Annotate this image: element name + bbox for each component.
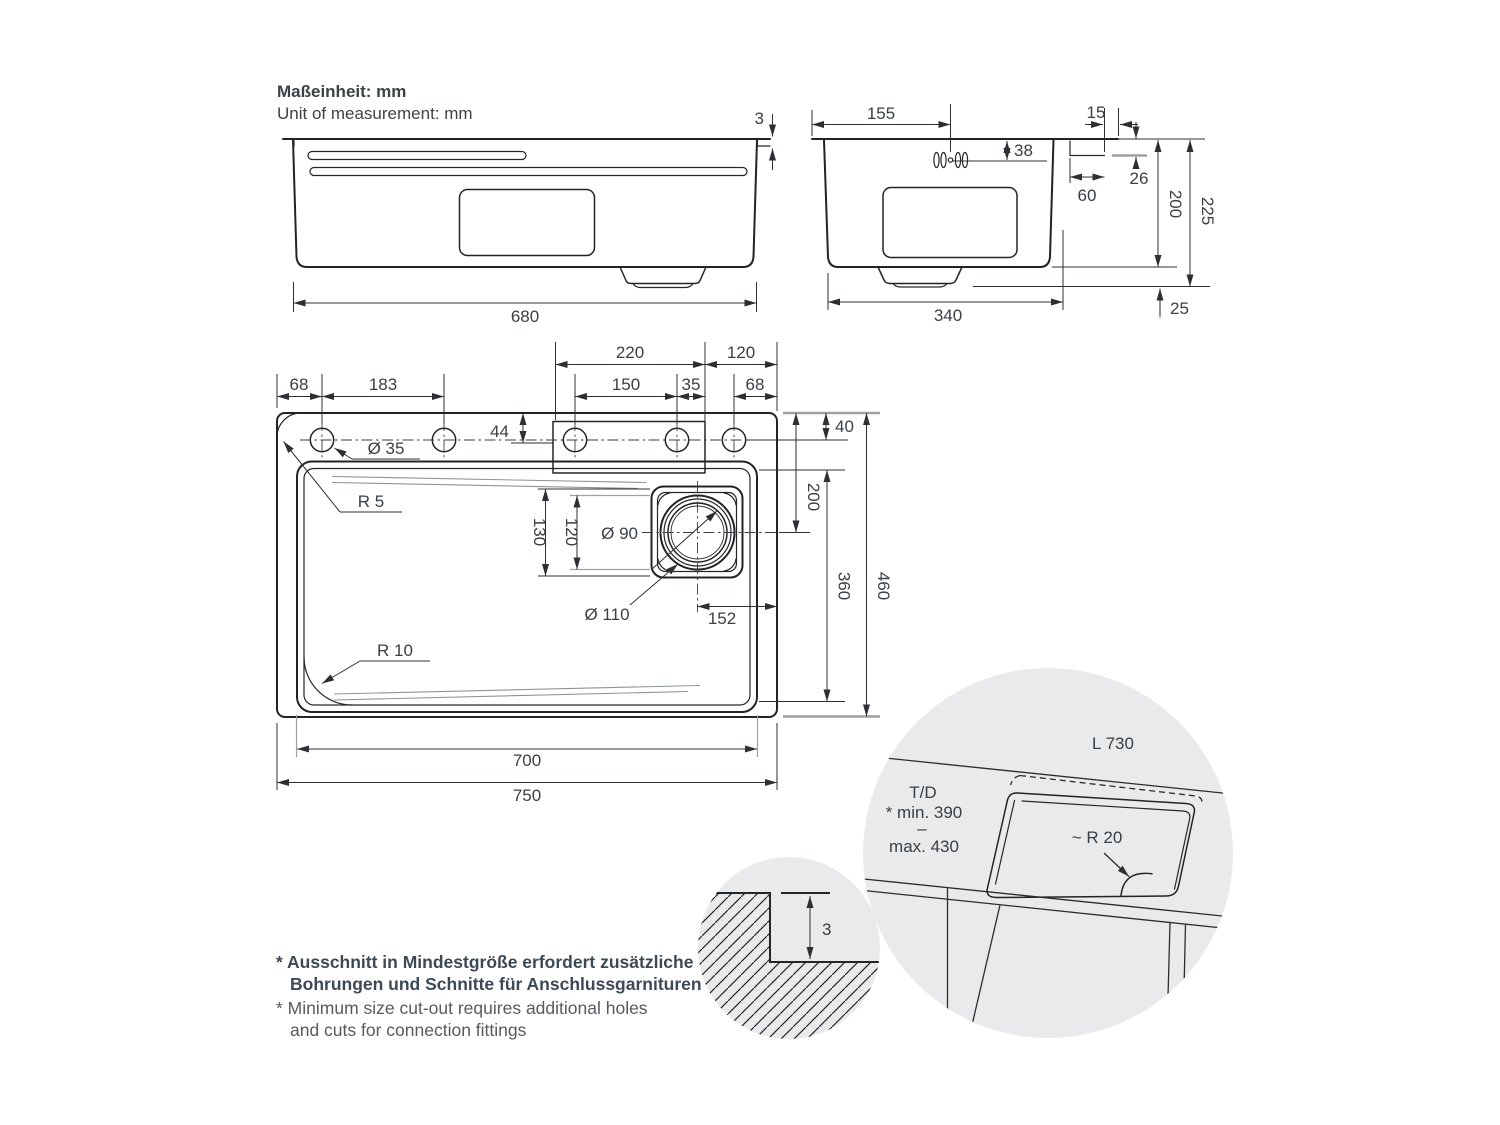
- front-view: 3 680: [282, 109, 776, 326]
- dim-plan-right-span: 120: [727, 343, 755, 362]
- dim-plan-hole-diameter: Ø 35: [368, 439, 405, 458]
- dim-plan-outer-height: 460: [874, 572, 893, 600]
- dim-front-width: 680: [511, 307, 539, 326]
- dim-side-slot-offset: 155: [867, 104, 895, 123]
- dim-plan-drain-from-top: 200: [804, 483, 823, 511]
- dim-plan-hole-offset: 68: [290, 375, 309, 394]
- dim-plan-drain-inner: 120: [562, 518, 581, 546]
- detail-cutout-corner-radius: ~ R 20: [1072, 828, 1123, 847]
- footnote-de-line1: * Ausschnitt in Mindestgröße erfordert z…: [276, 952, 694, 972]
- dim-side-slot-depth: 38: [1014, 141, 1033, 160]
- dim-side-drain-extra: 25: [1170, 299, 1189, 318]
- footnotes: * Ausschnitt in Mindestgröße erfordert z…: [276, 952, 702, 1040]
- dim-front-rim-thickness: 3: [755, 109, 764, 128]
- detail-cutout-circle: [863, 668, 1233, 1038]
- dim-side-body-depth: 200: [1166, 190, 1185, 218]
- detail-cutout-separator: –: [917, 819, 927, 838]
- dim-plan-drain-cut: 130: [530, 518, 549, 546]
- footnote-en-line2: and cuts for connection fittings: [290, 1020, 527, 1040]
- dim-plan-bowl-radius: R 10: [377, 641, 413, 660]
- dim-plan-hole5-margin: 68: [746, 375, 765, 394]
- detail-cutout-depth-label: T/D: [909, 783, 936, 802]
- dim-plan-waste-diameter: Ø 110: [584, 605, 629, 624]
- dim-side-ledge-width: 60: [1078, 186, 1097, 205]
- dim-side-ledge-step: 26: [1130, 169, 1149, 188]
- unit-note-en: Unit of measurement: mm: [277, 104, 473, 123]
- dim-plan-hole-center-left: 44: [490, 422, 509, 441]
- front-sink-outline: [282, 138, 771, 289]
- side-dimension-lines: [811, 104, 1210, 318]
- plan-view: 220 120 68 183 150 35 68 44 40 Ø 35 R 5 …: [276, 342, 893, 805]
- dim-side-overhang: 15: [1087, 103, 1106, 122]
- dim-plan-outer-width: 750: [513, 786, 541, 805]
- detail-cutout-length: L 730: [1092, 734, 1134, 753]
- front-dimension-lines: [293, 114, 776, 312]
- unit-note: Maßeinheit: mm Unit of measurement: mm: [277, 82, 473, 123]
- dim-plan-rim-radius: R 5: [358, 492, 384, 511]
- dim-plan-drain-diameter: Ø 90: [601, 524, 638, 543]
- footnote-en-line1: * Minimum size cut-out requires addition…: [276, 998, 648, 1018]
- unit-note-de: Maßeinheit: mm: [277, 82, 406, 101]
- dim-plan-hole34-spacing: 150: [612, 375, 640, 394]
- dim-side-total-depth: 225: [1198, 197, 1217, 225]
- dim-plan-bowl-width: 700: [513, 751, 541, 770]
- dim-plan-drain-to-edge: 152: [708, 609, 736, 628]
- dim-side-width: 340: [934, 306, 962, 325]
- detail-cutout: L 730 T/D * min. 390 – max. 430 ~ R 20: [863, 668, 1233, 1038]
- footnote-de-line2: Bohrungen und Schnitte für Anschlussgarn…: [290, 974, 702, 994]
- side-sink-outline: [811, 138, 1147, 288]
- dim-plan-hole-spacing: 183: [369, 375, 397, 394]
- dim-plan-hole4-margin: 35: [682, 375, 701, 394]
- side-view: 155 15 38 26 60 200 225 340 25: [811, 103, 1217, 325]
- plan-sink-outline: [276, 412, 788, 718]
- detail-cutout-max: max. 430: [889, 837, 959, 856]
- detail-recess: 3: [698, 857, 880, 1039]
- detail-cutout-min: * min. 390: [886, 803, 963, 822]
- detail-recess-depth: 3: [822, 920, 831, 939]
- dim-plan-box-width: 220: [616, 343, 644, 362]
- dim-plan-bowl-height: 360: [835, 572, 854, 600]
- plan-dimension-lines: [276, 342, 880, 790]
- dim-plan-hole-center-right: 40: [835, 417, 854, 436]
